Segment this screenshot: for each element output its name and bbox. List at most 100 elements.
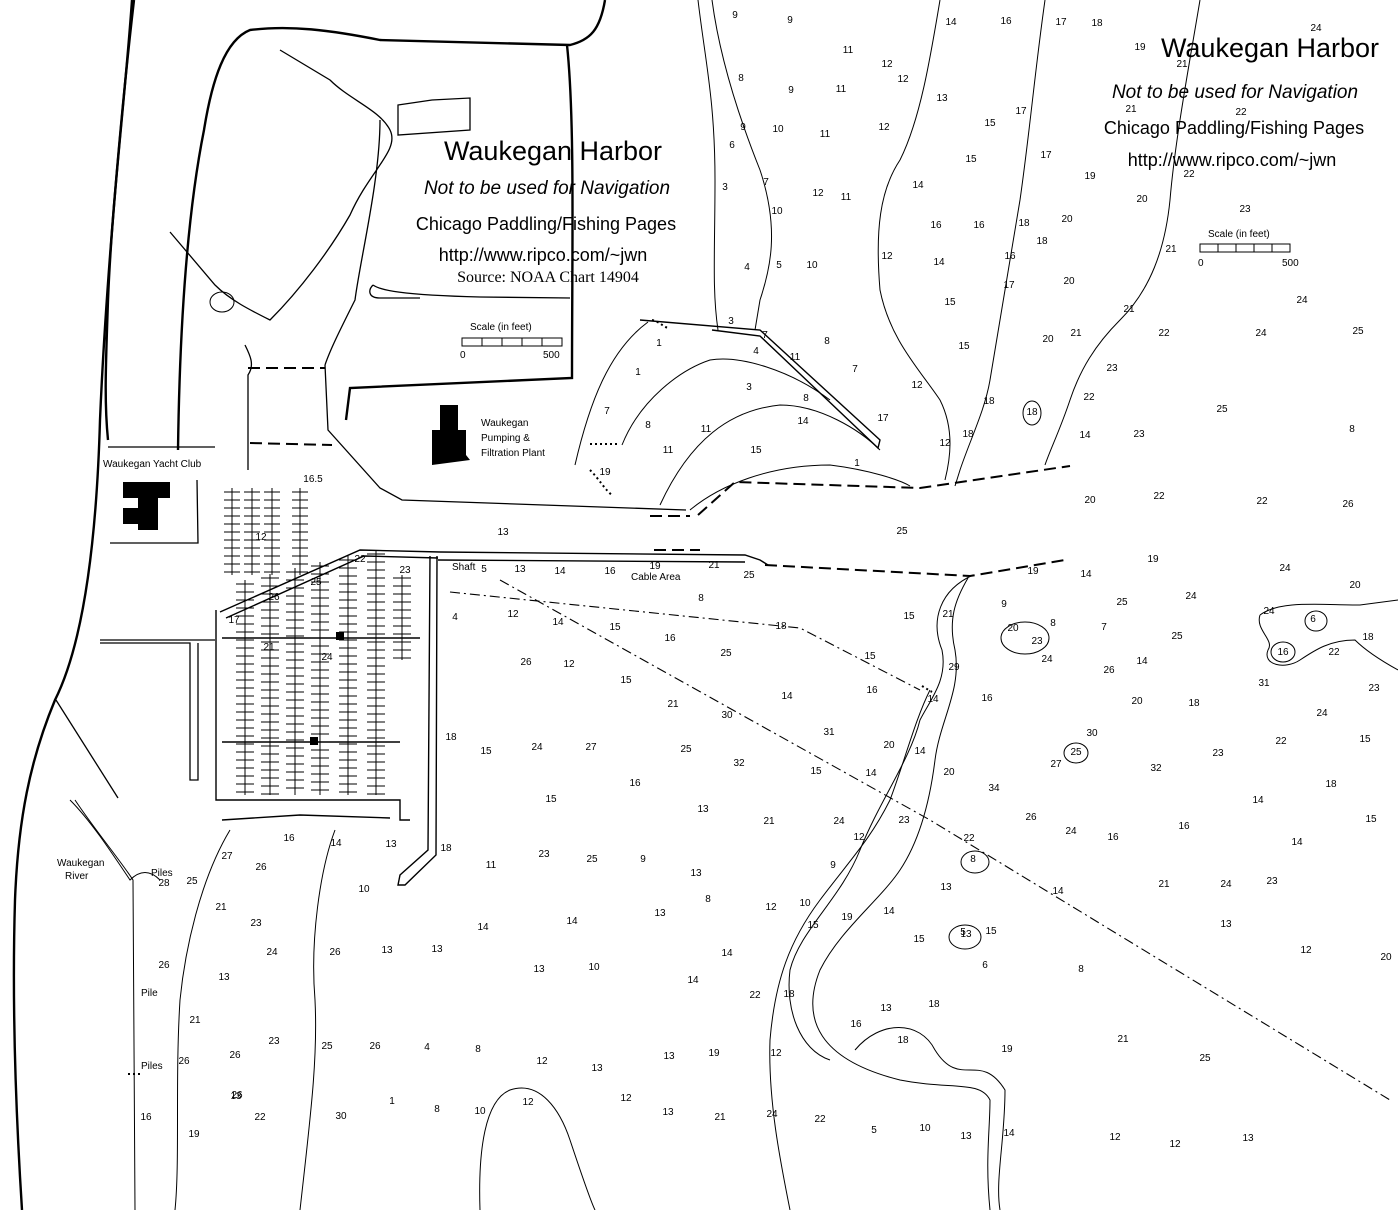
depth-sounding: 22 (1275, 736, 1287, 747)
depth-sounding: 16 (1277, 647, 1289, 658)
depth-sounding: 11 (841, 192, 852, 203)
depth-sounding: 16.5 (303, 474, 323, 485)
depth-sounding: 14 (1136, 656, 1148, 667)
chart-subtitle: Not to be used for Navigation (1112, 82, 1358, 103)
depth-sounding: 21 (1125, 104, 1137, 115)
depth-sounding: 18 (928, 999, 940, 1010)
depth-sounding: 17 (877, 413, 889, 424)
depth-sounding: 21 (1123, 304, 1135, 315)
depth-sounding: 26 (231, 1090, 243, 1101)
depth-sounding: 18 (783, 989, 795, 1000)
depth-sounding: 16 (604, 566, 616, 577)
depth-sounding: 14 (865, 768, 877, 779)
depth-sounding: 11 (790, 352, 801, 363)
depth-sounding: 11 (663, 445, 674, 456)
depth-sounding: 13 (533, 964, 545, 975)
depth-sounding: 11 (820, 129, 831, 140)
depth-sounding: 10 (799, 898, 811, 909)
depth-sounding: 20 (1349, 580, 1361, 591)
depth-sounding: 23 (898, 815, 910, 826)
title-block-center: Waukegan Harbor Not to be used for Navig… (416, 136, 676, 286)
depth-sounding: 12 (939, 438, 951, 449)
depth-sounding: 9 (740, 122, 746, 133)
depth-sounding: 14 (1291, 837, 1303, 848)
depth-sounding: 18 (983, 396, 995, 407)
depth-sounding: 21 (714, 1112, 726, 1123)
depth-sounding: 26 (1103, 665, 1115, 676)
depth-sounding: 8 (705, 894, 711, 905)
depth-sounding: 24 (833, 816, 845, 827)
depth-sounding: 13 (218, 972, 230, 983)
river-label-line2: River (65, 871, 89, 882)
depth-sounding: 18 (1362, 632, 1374, 643)
depth-sounding: 34 (988, 783, 1000, 794)
depth-sounding: 16 (664, 633, 676, 644)
depth-sounding: 32 (733, 758, 745, 769)
depth-sounding: 13 (431, 944, 443, 955)
depth-sounding: 8 (1050, 618, 1056, 629)
depth-sounding: 24 (531, 742, 543, 753)
depth-sounding: 16 (283, 833, 295, 844)
depth-sounding: 5 (960, 927, 966, 938)
depth-sounding: 14 (330, 838, 342, 849)
depth-sounding: 13 (654, 908, 666, 919)
depth-sounding: 22 (1183, 169, 1195, 180)
depth-sounding: 13 (936, 93, 948, 104)
depth-sounding: 7 (762, 330, 768, 341)
depth-sounding: 18 (445, 732, 457, 743)
depth-sounding: 24 (1310, 23, 1322, 34)
plant-label-line2: Pumping & (481, 433, 530, 444)
depth-sounding: 14 (566, 916, 578, 927)
scale-max: 500 (543, 350, 560, 361)
depth-sounding: 25 (1116, 597, 1128, 608)
scale-label: Scale (in feet) (1208, 229, 1270, 240)
depth-sounding: 5 (481, 564, 487, 575)
depth-sounding: 14 (721, 948, 733, 959)
depth-sounding: 22 (354, 554, 366, 565)
depth-sounding: 26 (268, 592, 280, 603)
depth-sounding: 22 (963, 833, 975, 844)
depth-sounding: 24 (321, 652, 333, 663)
depth-sounding: 14 (1003, 1128, 1015, 1139)
depth-sounding: 10 (806, 260, 818, 271)
depth-sounding: 22 (254, 1112, 266, 1123)
depth-sounding: 25 (586, 854, 598, 865)
depth-sounding: 19 (841, 912, 853, 923)
depth-sounding: 4 (753, 346, 759, 357)
depth-sounding: 14 (883, 906, 895, 917)
depth-sounding: 16 (1107, 832, 1119, 843)
depth-sounding: 15 (913, 934, 925, 945)
chart-title: Waukegan Harbor (444, 136, 662, 166)
depth-sounding: 27 (585, 742, 597, 753)
depth-sounding: 12 (881, 251, 893, 262)
depth-sounding: 14 (554, 566, 566, 577)
depth-sounding: 10 (588, 962, 600, 973)
depth-sounding: 12 (878, 122, 890, 133)
depth-sounding: 13 (960, 929, 972, 940)
depth-sounding: 16 (1178, 821, 1190, 832)
depth-sounding: 30 (721, 710, 733, 721)
depth-sounding: 18 (1188, 698, 1200, 709)
depth-sounding: 7 (604, 406, 610, 417)
depth-sounding: 12 (881, 59, 893, 70)
depth-sounding: 12 (563, 659, 575, 670)
depth-sounding: 9 (1001, 599, 1007, 610)
depth-sounding: 8 (1078, 964, 1084, 975)
depth-sounding: 15 (620, 675, 632, 686)
depth-sounding: 22 (1083, 392, 1095, 403)
depth-sounding: 15 (944, 297, 956, 308)
depth-sounding: 21 (1117, 1034, 1129, 1045)
depth-sounding: 23 (1031, 636, 1043, 647)
depth-sounding: 11 (843, 45, 854, 56)
depth-sounding: 13 (230, 1091, 242, 1102)
depth-sounding: 24 (1065, 826, 1077, 837)
depth-sounding: 21 (708, 560, 720, 571)
depth-sounding: 14 (797, 416, 809, 427)
depth-sounding: 13 (1220, 919, 1232, 930)
depth-sounding: 26 (369, 1041, 381, 1052)
depth-sounding: 22 (814, 1114, 826, 1125)
depth-sounding: 21 (763, 816, 775, 827)
depth-sounding: 20 (1380, 952, 1392, 963)
scale-bar-right: Scale (in feet) 0 500 (1198, 229, 1299, 269)
depth-sounding: 15 (965, 154, 977, 165)
